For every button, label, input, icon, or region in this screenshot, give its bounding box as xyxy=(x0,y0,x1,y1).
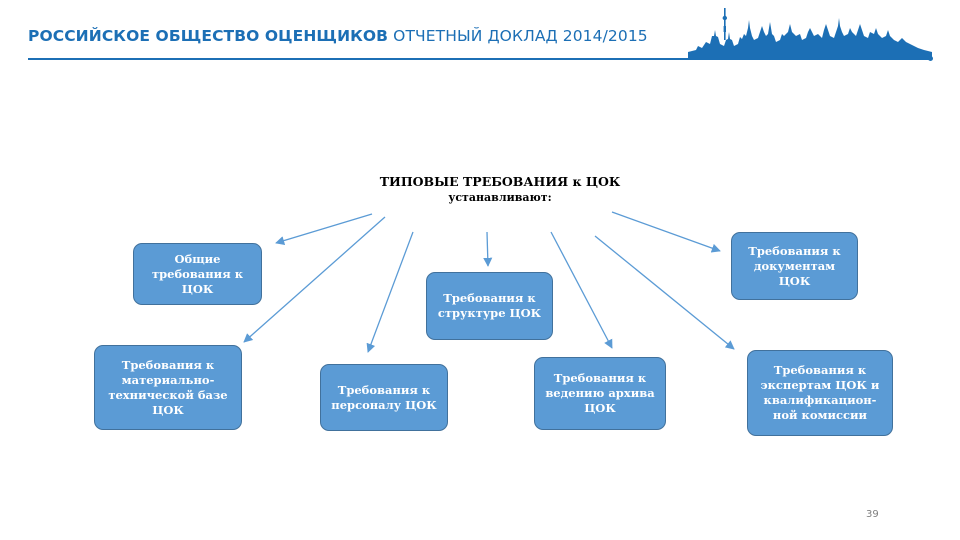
box-structure-requirements: Требования к структуре ЦОК xyxy=(426,272,553,340)
box-documents-requirements: Требования к документам ЦОК xyxy=(731,232,858,300)
header-report: ОТЧЕТНЫЙ ДОКЛАД 2014/2015 xyxy=(393,27,648,45)
arrow-to-archive xyxy=(550,231,613,349)
box-experts-requirements: Требования к экспертам ЦОК и квалификаци… xyxy=(747,350,893,436)
diagram-title: ТИПОВЫЕ ТРЕБОВАНИЯ к ЦОК устанавливают: xyxy=(330,174,670,205)
arrow-to-general xyxy=(275,213,373,245)
box-personnel-requirements: Требования к персоналу ЦОК xyxy=(320,364,448,431)
arrow-to-personnel xyxy=(366,231,414,353)
arrow-to-experts xyxy=(594,235,735,350)
box-general-requirements: Общие требования к ЦОК xyxy=(133,243,262,305)
page-number: 39 xyxy=(866,509,879,520)
diagram-title-line1: ТИПОВЫЕ ТРЕБОВАНИЯ к ЦОК xyxy=(379,174,621,189)
city-skyline-logo xyxy=(688,8,932,60)
header-org: РОССИЙСКОЕ ОБЩЕСТВО ОЦЕНЩИКОВ xyxy=(28,27,389,45)
box-material-base-requirements: Требования к материально- технической ба… xyxy=(94,345,242,430)
box-archive-requirements: Требования к ведению архива ЦОК xyxy=(534,357,666,430)
diagram-title-line2: устанавливают: xyxy=(448,191,552,204)
header-rule-dot xyxy=(928,56,933,61)
arrow-to-documents xyxy=(611,211,721,253)
header-title: РОССИЙСКОЕ ОБЩЕСТВО ОЦЕНЩИКОВ ОТЧЕТНЫЙ Д… xyxy=(28,27,648,45)
arrow-to-material xyxy=(243,216,386,343)
header-rule xyxy=(28,58,932,60)
arrow-to-structure xyxy=(483,231,493,267)
